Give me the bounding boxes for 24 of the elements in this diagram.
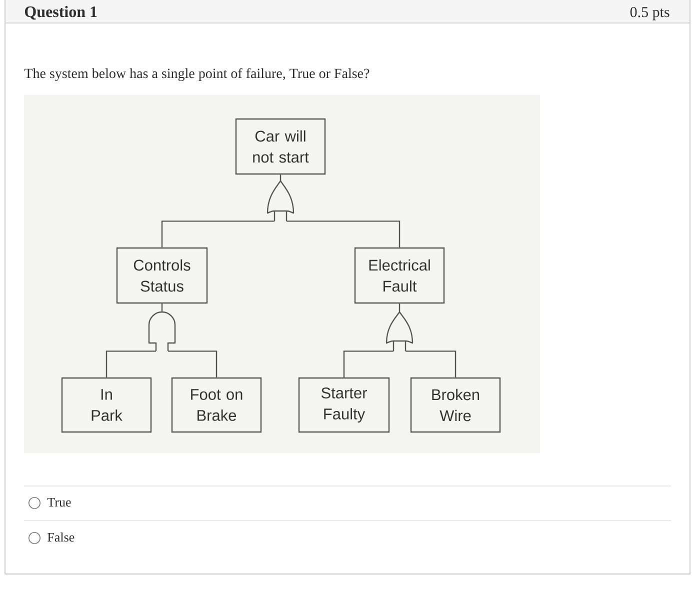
points-label: 0.5 pts: [630, 7, 670, 20]
or-gate: [386, 311, 414, 352]
connector-line: [161, 304, 163, 312]
answer-option: True: [47, 498, 71, 507]
event-box: Electrical Fault: [354, 247, 445, 304]
event-box: In Park: [61, 377, 152, 433]
event-box: Controls Status: [116, 247, 208, 304]
event-box: Foot on Brake: [171, 377, 262, 433]
connector-line: [280, 174, 282, 181]
answer-option: False: [48, 532, 74, 542]
and-gate: [148, 311, 176, 352]
connector-line: [168, 350, 218, 378]
event-box: Starter Faulty: [298, 377, 390, 433]
connector-line: [106, 350, 156, 378]
connector-line: [286, 220, 400, 248]
event-box: Car will not start: [235, 118, 326, 175]
or-gate: [266, 180, 294, 222]
connector-line: [406, 350, 456, 378]
question-title: Question 1: [24, 6, 97, 20]
connector-line: [161, 220, 274, 248]
event-box: Broken Wire: [410, 377, 501, 433]
connector-line: [398, 304, 400, 312]
connector-line: [343, 350, 394, 378]
question-text: The system below has a single point of failure, True or False?: [24, 68, 370, 82]
